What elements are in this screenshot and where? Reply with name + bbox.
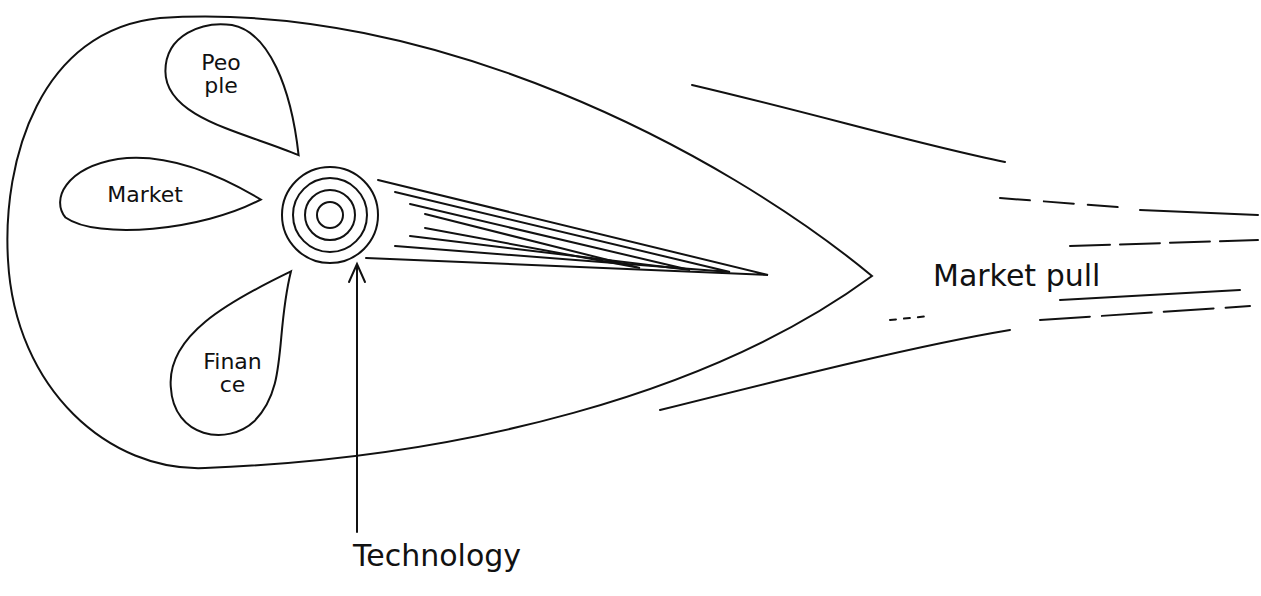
market-pull-label: Market pull bbox=[930, 258, 1103, 293]
stream-lines bbox=[660, 85, 1258, 410]
teardrop-outline bbox=[7, 17, 872, 469]
people-petal: Peo ple bbox=[158, 18, 306, 158]
petal-text: Peo ple bbox=[201, 51, 240, 97]
market-petal: Market bbox=[55, 150, 265, 240]
technology-label: Technology bbox=[350, 538, 524, 573]
finance-petal: Finan ce bbox=[160, 268, 295, 438]
target-circles bbox=[282, 167, 378, 263]
petal-text: Market bbox=[107, 183, 183, 206]
cone-lines bbox=[366, 180, 768, 275]
technology-arrow bbox=[349, 264, 365, 532]
petal-text: Finan ce bbox=[203, 350, 262, 396]
